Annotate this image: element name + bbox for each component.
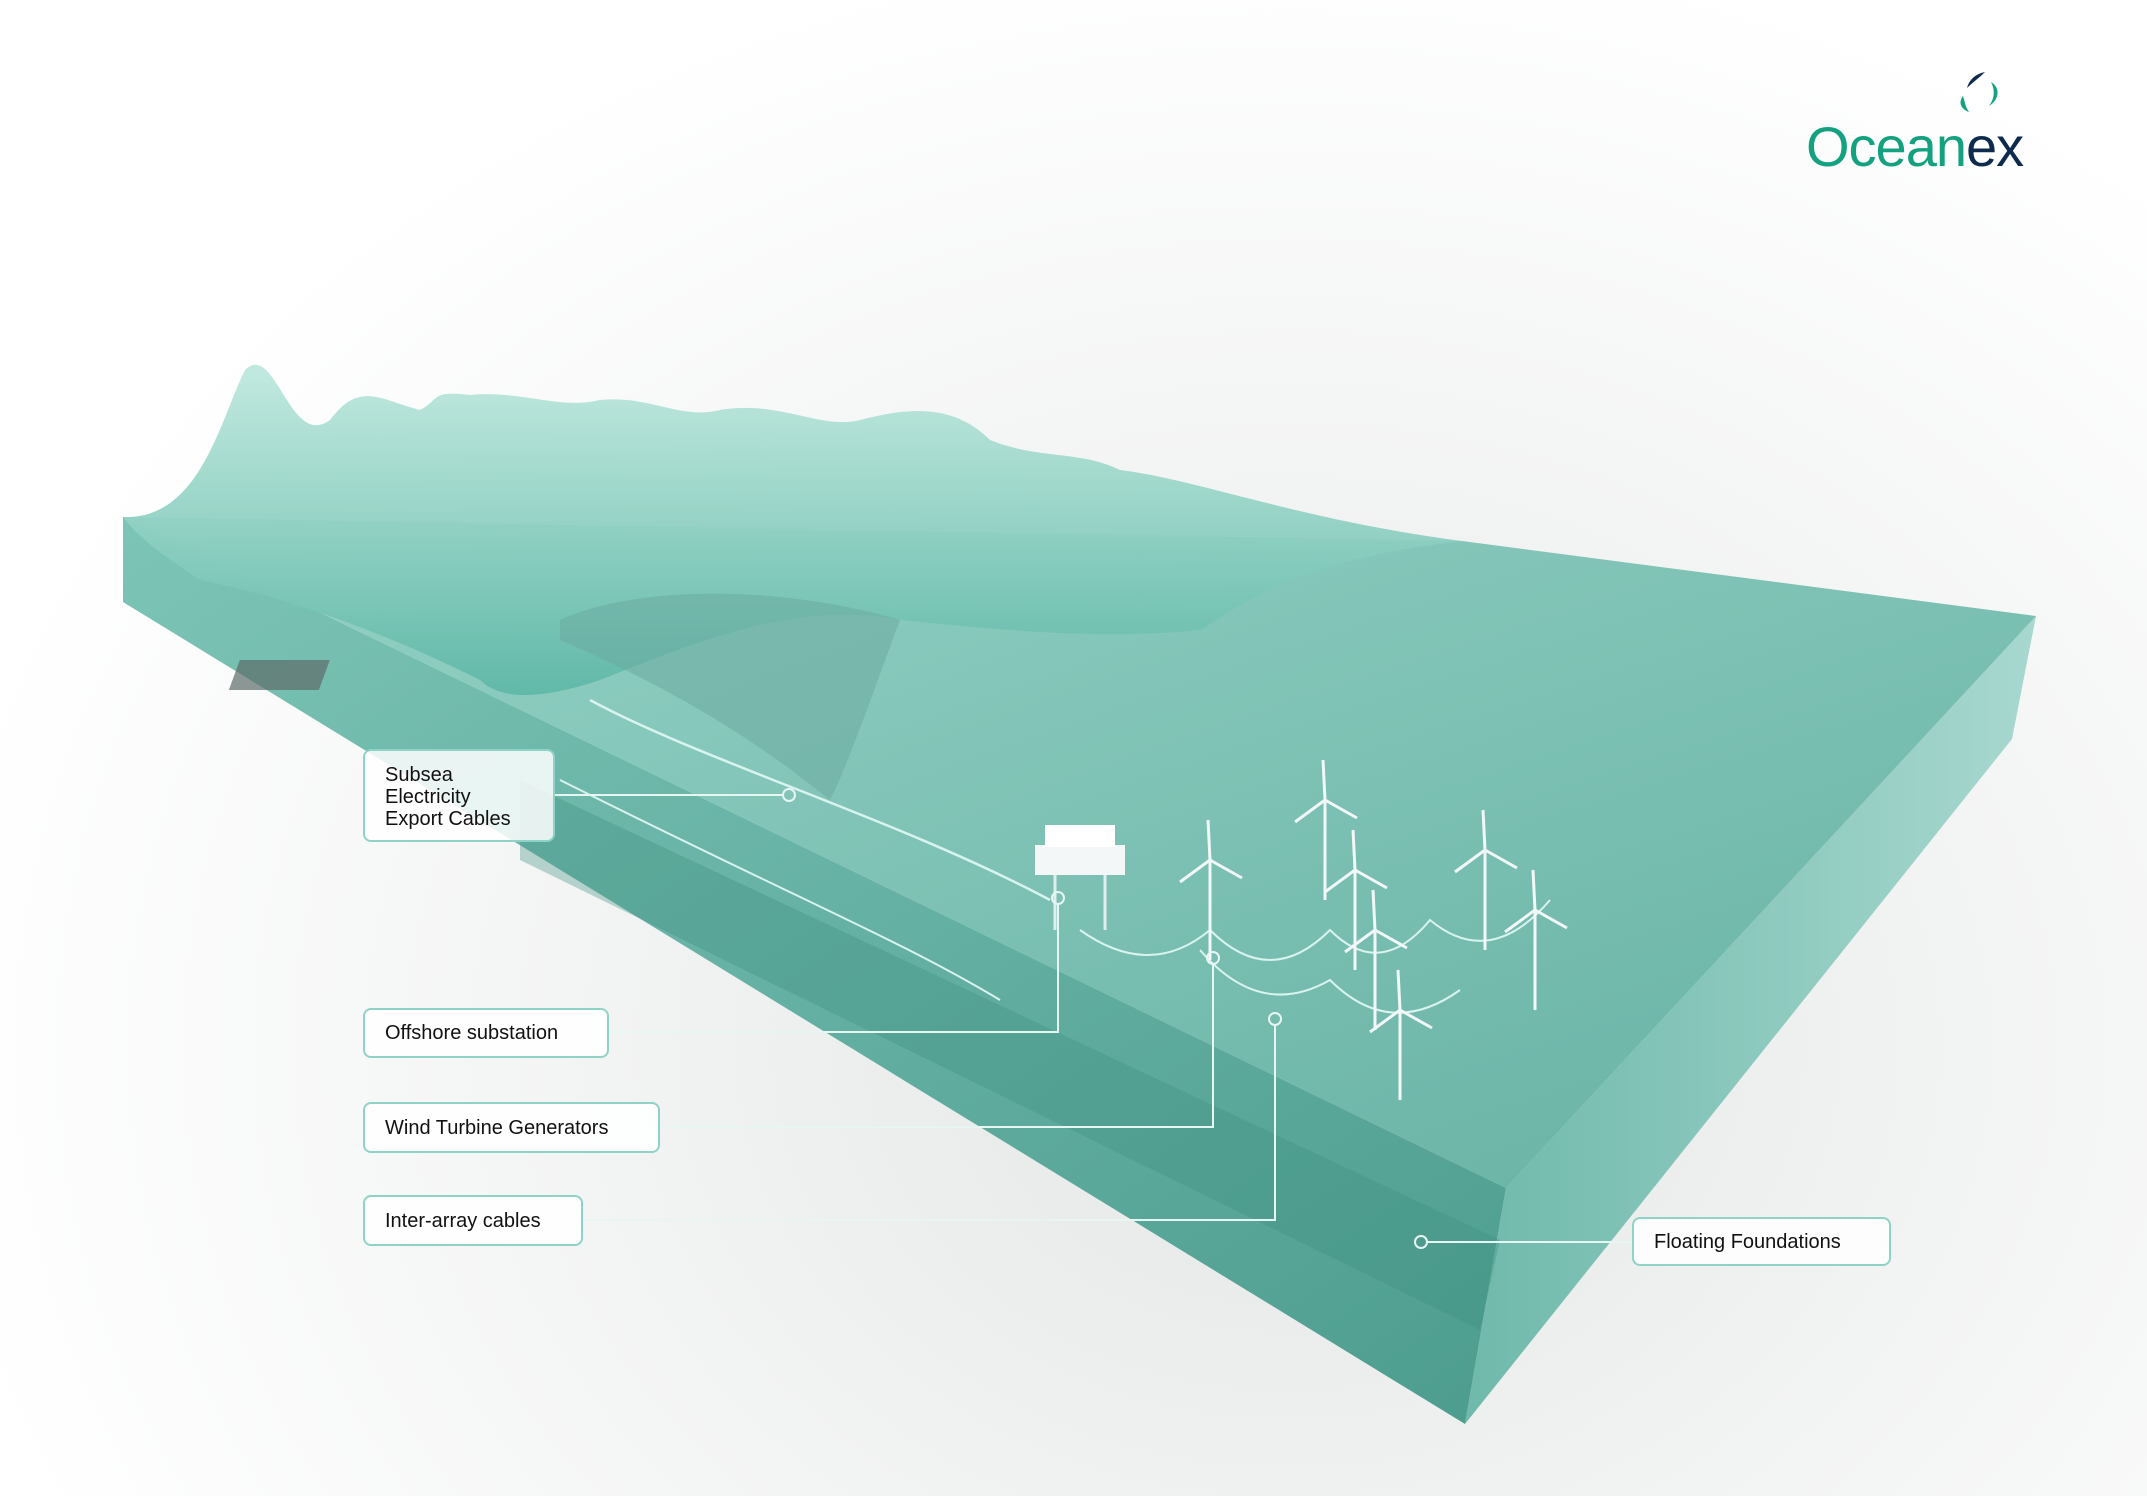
callout-inter-array-cables: Inter-array cables <box>363 1195 583 1246</box>
marker-export-cables <box>782 788 796 802</box>
callout-floating-foundations: Floating Foundations <box>1632 1217 1891 1266</box>
turbine <box>1369 969 1433 1100</box>
turbine <box>1454 809 1518 950</box>
callout-offshore-substation: Offshore substation <box>363 1008 609 1058</box>
callout-export-cables: Subsea Electricity Export Cables <box>363 749 555 842</box>
seabed-slab-right <box>1465 616 2036 1424</box>
oceanex-logo: Oceanex <box>1800 68 2060 178</box>
seabed-dark-band <box>520 780 1500 1330</box>
callout-wind-turbines: Wind Turbine Generators <box>363 1102 660 1153</box>
marker-turbines <box>1206 951 1220 965</box>
wind-turbines <box>1179 759 1568 1100</box>
export-cable-line <box>589 698 1051 902</box>
onshore-port <box>228 660 330 690</box>
turbine <box>1179 819 1243 960</box>
turbine <box>1324 829 1388 970</box>
inter-array-cable-line <box>1079 899 1551 961</box>
offshore-substation-model <box>1035 825 1125 930</box>
export-cable-line-2 <box>559 779 1001 1001</box>
leader-substation <box>609 904 1059 1033</box>
inter-array-cable-line-2 <box>1199 949 1461 1014</box>
leader-turbines <box>660 964 1214 1128</box>
turbine <box>1294 759 1358 900</box>
turbine <box>1504 869 1568 1010</box>
marker-substation <box>1051 891 1065 905</box>
logo-swirl-icon <box>1960 72 1998 112</box>
bay <box>560 593 900 800</box>
marker-foundations <box>1414 1235 1428 1249</box>
logo-wordmark: Oceanex <box>1806 115 2024 178</box>
coastal-land <box>123 364 1462 695</box>
seabed-slab-front <box>123 517 1506 1424</box>
marker-inter-array <box>1268 1012 1282 1026</box>
turbine <box>1344 889 1408 1030</box>
leader-inter-array <box>583 1025 1276 1221</box>
